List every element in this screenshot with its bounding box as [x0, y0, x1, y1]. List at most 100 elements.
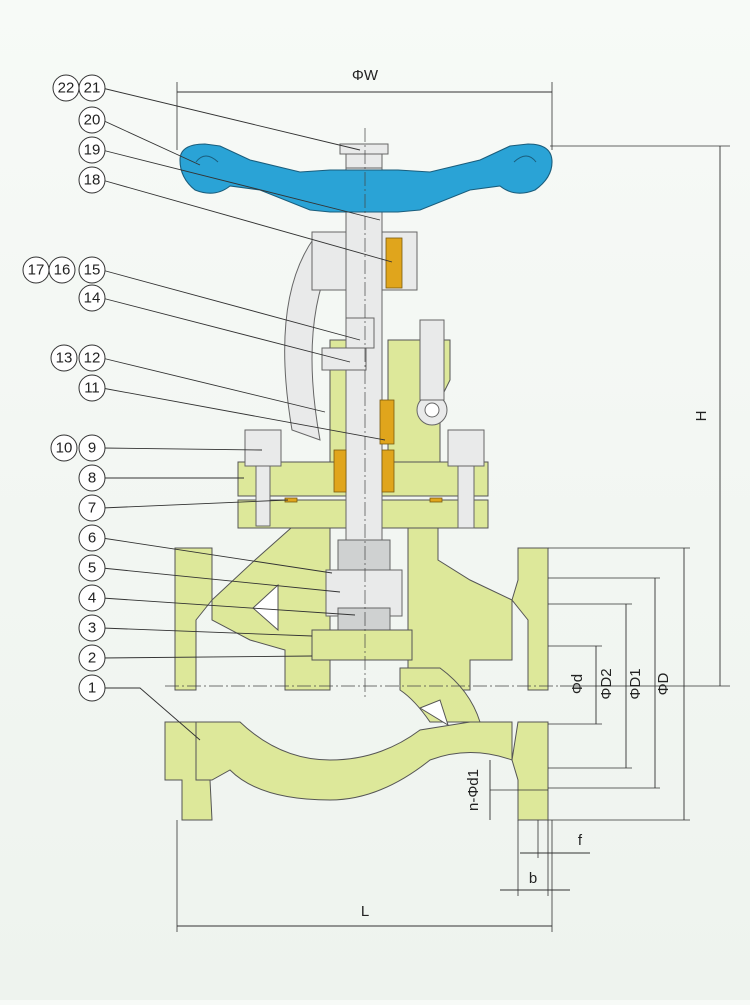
stem-nut-packing — [385, 237, 403, 289]
svg-text:4: 4 — [88, 590, 96, 607]
svg-text:8: 8 — [88, 470, 96, 487]
packing-right-lower — [381, 449, 395, 493]
callout-3: 3 — [78, 614, 106, 642]
leader-2 — [101, 655, 313, 659]
dim-b-label: b — [529, 870, 537, 887]
dim-h-label: H — [693, 411, 710, 422]
svg-text:17: 17 — [28, 262, 45, 279]
svg-text:9: 9 — [88, 440, 96, 457]
dim-nd1-label: n-Φd1 — [465, 769, 482, 811]
svg-text:18: 18 — [84, 172, 101, 189]
bolt-left-nut — [244, 429, 282, 467]
callout-12: 12 — [78, 344, 106, 372]
dim-l-label: L — [361, 903, 369, 920]
callout-14: 14 — [78, 284, 106, 312]
gland — [321, 347, 367, 371]
svg-text:5: 5 — [88, 560, 96, 577]
svg-text:21: 21 — [84, 80, 101, 97]
callout-17: 17 — [22, 256, 50, 284]
callout-9: 9 — [78, 434, 106, 462]
body-cavity-left — [252, 583, 279, 632]
packing-left — [333, 449, 347, 493]
svg-text:19: 19 — [84, 142, 101, 159]
callout-11: 11 — [78, 374, 106, 402]
leader-19 — [101, 149, 381, 221]
eye-bolt-shank — [419, 319, 445, 401]
gasket-right — [429, 497, 443, 503]
bolt-right-shank — [457, 465, 475, 529]
callout-16: 16 — [48, 256, 76, 284]
packing-right — [379, 399, 395, 445]
eye-bolt-hole — [424, 402, 440, 418]
svg-text:12: 12 — [84, 350, 101, 367]
leader-20 — [101, 119, 201, 166]
leader-1 — [102, 687, 201, 741]
handwheel-rim-left — [195, 155, 219, 163]
callout-1: 1 — [78, 674, 106, 702]
svg-text:22: 22 — [58, 80, 75, 97]
dim-D-label: ΦD — [655, 672, 672, 695]
svg-text:15: 15 — [84, 262, 101, 279]
left-flange-top — [174, 547, 213, 691]
dim-D2-label: ΦD2 — [598, 668, 615, 699]
leader-6 — [101, 537, 333, 574]
valve-disc — [311, 629, 413, 661]
bolt-left-shank — [255, 465, 271, 527]
bolt-right-nut — [447, 429, 485, 467]
leader-9 — [101, 447, 263, 451]
dimension-lines: ΦW H ΦD ΦD1 ΦD2 Φd n-Φd1 — [176, 67, 730, 932]
leader-18 — [101, 179, 393, 263]
callout-4: 4 — [78, 584, 106, 612]
callout-15: 15 — [78, 256, 106, 284]
leader-12 — [101, 357, 326, 413]
handwheel-body — [179, 143, 553, 213]
svg-text:7: 7 — [88, 500, 96, 517]
right-flange-top — [511, 547, 549, 691]
handwheel — [179, 143, 553, 213]
svg-text:1: 1 — [88, 680, 96, 697]
callout-13: 13 — [50, 344, 78, 372]
svg-text:10: 10 — [56, 440, 73, 457]
svg-text:16: 16 — [54, 262, 71, 279]
callout-21: 21 — [78, 74, 106, 102]
leader-4 — [101, 597, 356, 616]
part-callouts: 22 21 20 19 18 17 16 15 14 13 12 11 10 9… — [22, 74, 106, 702]
gland-bolt-nut — [345, 317, 375, 349]
callout-2: 2 — [78, 644, 106, 672]
stem-collar — [337, 539, 391, 571]
svg-text:2: 2 — [88, 650, 96, 667]
body-lower — [195, 721, 513, 801]
leader-11 — [101, 387, 386, 441]
leader-3 — [101, 627, 313, 637]
leader-5 — [101, 567, 341, 593]
svg-text:6: 6 — [88, 530, 96, 547]
callout-22: 22 — [52, 74, 80, 102]
dim-D1-label: ΦD1 — [627, 668, 644, 699]
leader-lines — [101, 87, 393, 741]
dim-w-label: ΦW — [352, 67, 379, 84]
svg-text:20: 20 — [84, 112, 101, 129]
body-right-upper — [407, 519, 513, 691]
callout-6: 6 — [78, 524, 106, 552]
dim-f-label: f — [578, 832, 583, 849]
handwheel-washer — [339, 143, 389, 155]
svg-text:3: 3 — [88, 620, 96, 637]
svg-text:13: 13 — [56, 350, 73, 367]
callout-19: 19 — [78, 136, 106, 164]
callout-20: 20 — [78, 106, 106, 134]
leader-21 — [101, 87, 361, 151]
dim-d-label: Φd — [569, 674, 586, 694]
handwheel-rim-right — [513, 155, 537, 163]
svg-text:14: 14 — [84, 290, 101, 307]
callout-10: 10 — [50, 434, 78, 462]
svg-text:11: 11 — [84, 380, 100, 397]
body-cavity-triangle — [418, 699, 449, 727]
right-flange-bottom — [511, 721, 549, 821]
leader-14 — [101, 297, 351, 363]
callout-7: 7 — [78, 494, 106, 522]
callout-5: 5 — [78, 554, 106, 582]
callout-8: 8 — [78, 464, 106, 492]
callout-18: 18 — [78, 166, 106, 194]
